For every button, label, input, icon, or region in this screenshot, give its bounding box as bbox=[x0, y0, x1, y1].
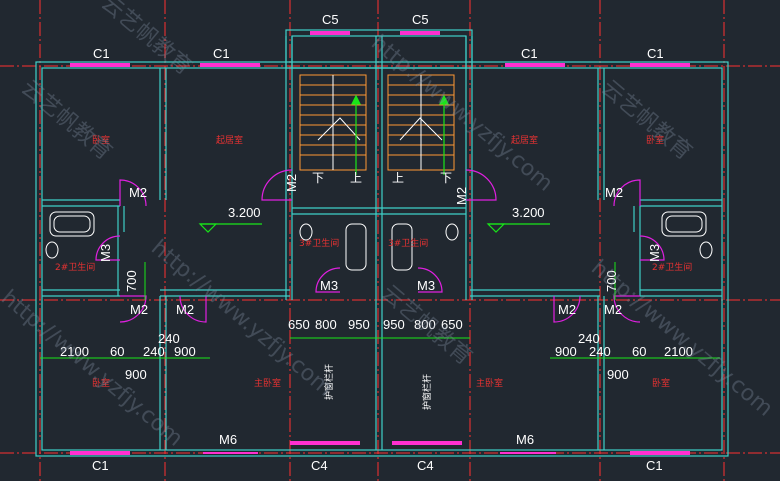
room-living-right: 起居室 bbox=[511, 134, 538, 146]
dim-950-left: 950 bbox=[348, 317, 370, 332]
door-m3-arc-3 bbox=[315, 267, 341, 293]
door-m3-arc-4 bbox=[417, 267, 443, 293]
windows bbox=[70, 31, 690, 455]
dim-60-left: 60 bbox=[110, 344, 124, 359]
label-m3-1: M3 bbox=[98, 244, 113, 262]
dim-700-right: 700 bbox=[604, 270, 619, 292]
elevation-markers bbox=[198, 223, 550, 233]
dim-950-right: 950 bbox=[383, 317, 405, 332]
door-m2-arc-3 bbox=[261, 169, 293, 201]
dim-900-right-2: 900 bbox=[607, 367, 629, 382]
bath-fixtures bbox=[45, 211, 713, 271]
dim-2100-left: 2100 bbox=[60, 344, 89, 359]
label-c4-right: C4 bbox=[417, 458, 434, 473]
dim-900-right: 900 bbox=[555, 344, 577, 359]
room-master-left: 主卧室 bbox=[254, 377, 281, 389]
elevation-left: 3.200 bbox=[228, 205, 261, 220]
door-m2-arc-4 bbox=[465, 169, 497, 201]
dim-240-left: 240 bbox=[158, 331, 180, 346]
dim-240-right: 240 bbox=[578, 331, 600, 346]
room-bath2-right: 2#卫生间 bbox=[652, 261, 692, 273]
label-c1-top-4: C1 bbox=[647, 46, 664, 61]
label-m2-1: M2 bbox=[129, 185, 147, 200]
stair-down-left: 下 bbox=[312, 171, 324, 185]
label-m3-4: M3 bbox=[417, 278, 435, 293]
watermark-brand-2: 云艺帆教育 bbox=[596, 75, 696, 165]
watermark-brand-1: 云艺帆教育 bbox=[16, 75, 116, 165]
dim-900-left: 900 bbox=[174, 344, 196, 359]
label-m2-5: M2 bbox=[558, 302, 576, 317]
label-m3-2: M3 bbox=[647, 244, 662, 262]
dim-240-right-2: 240 bbox=[589, 344, 611, 359]
label-c5-left: C5 bbox=[322, 12, 339, 27]
railing-label-right: 护窗栏杆 bbox=[421, 374, 433, 410]
label-m6-left: M6 bbox=[219, 432, 237, 447]
dim-800-right: 800 bbox=[414, 317, 436, 332]
room-master-right: 主卧室 bbox=[476, 377, 503, 389]
dim-800-left: 800 bbox=[315, 317, 337, 332]
stair-down-right: 下 bbox=[440, 171, 452, 185]
walls bbox=[35, 29, 729, 457]
label-m3-3: M3 bbox=[320, 278, 338, 293]
room-bedroom-top-left: 卧室 bbox=[92, 134, 110, 146]
label-m2-2: M2 bbox=[605, 185, 623, 200]
door-m2-arc-8 bbox=[553, 295, 581, 323]
room-bedroom-bottom-left: 卧室 bbox=[92, 377, 110, 389]
watermark-url-4: http://www.yzfjy.com bbox=[0, 285, 187, 451]
room-bath3-right: 3#卫生间 bbox=[388, 237, 428, 249]
door-m2-arc-1 bbox=[119, 179, 147, 207]
label-c1-top-3: C1 bbox=[521, 46, 538, 61]
label-m2-4: M2 bbox=[176, 302, 194, 317]
dim-650-right: 650 bbox=[441, 317, 463, 332]
railing-label-left: 护窗栏杆 bbox=[323, 364, 335, 400]
label-m2-3: M2 bbox=[130, 302, 148, 317]
label-c1-top-2: C1 bbox=[213, 46, 230, 61]
door-m2-arc-5 bbox=[119, 295, 147, 323]
label-c5-right: C5 bbox=[412, 12, 429, 27]
dim-700-left: 700 bbox=[124, 270, 139, 292]
label-m6-right: M6 bbox=[516, 432, 534, 447]
label-c1-bottom-2: C1 bbox=[646, 458, 663, 473]
dim-900-left-2: 900 bbox=[125, 367, 147, 382]
room-bedroom-bottom-right: 卧室 bbox=[652, 377, 670, 389]
label-c4-left: C4 bbox=[311, 458, 328, 473]
stair-up-left: 上 bbox=[350, 171, 362, 185]
label-c1-top-1: C1 bbox=[93, 46, 110, 61]
door-m3-arc-2 bbox=[639, 235, 665, 261]
stair-arrows bbox=[351, 94, 449, 175]
door-swings bbox=[95, 169, 665, 323]
door-m2-arc-6 bbox=[179, 295, 207, 323]
door-m3-arc-1 bbox=[95, 235, 121, 261]
dim-650-left: 650 bbox=[288, 317, 310, 332]
room-living-left: 起居室 bbox=[216, 134, 243, 146]
door-m2-arc-2 bbox=[613, 179, 641, 207]
room-bath3-left: 3#卫生间 bbox=[299, 237, 339, 249]
elevation-right: 3.200 bbox=[512, 205, 545, 220]
room-bedroom-top-right: 卧室 bbox=[646, 134, 664, 146]
room-bath2-left: 2#卫生间 bbox=[55, 261, 95, 273]
label-m2-7: M2 bbox=[284, 174, 299, 192]
door-m2-arc-7 bbox=[613, 295, 641, 323]
label-m2-6: M2 bbox=[604, 302, 622, 317]
label-m2-8: M2 bbox=[454, 187, 469, 205]
dimension-lines bbox=[40, 262, 720, 359]
label-c1-bottom-1: C1 bbox=[92, 458, 109, 473]
stairs bbox=[299, 74, 455, 171]
dim-2100-right: 2100 bbox=[664, 344, 693, 359]
stair-up-right: 上 bbox=[392, 171, 404, 185]
watermark-url-3: http://www.yzfjy.com bbox=[586, 255, 777, 421]
dim-60-right: 60 bbox=[632, 344, 646, 359]
dim-240-left-2: 240 bbox=[143, 344, 165, 359]
